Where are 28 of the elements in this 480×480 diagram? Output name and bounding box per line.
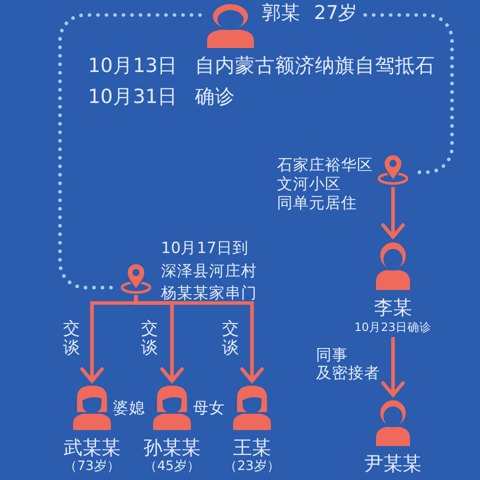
age-text: （73岁） xyxy=(64,459,120,474)
age-text: （23岁） xyxy=(224,459,280,474)
arrow xyxy=(381,337,405,397)
arrow xyxy=(134,295,264,383)
diagnosis-note: 10月23日确诊 xyxy=(354,319,432,335)
location-note: 10月17日到深泽县河庄村杨某某家串门 xyxy=(161,238,258,304)
event-text: 确诊 xyxy=(195,86,235,108)
person-name: 尹某某 xyxy=(364,453,422,475)
person-name: 郭某 xyxy=(262,2,300,24)
edge-label: 交谈 xyxy=(63,320,80,358)
date-text: 10月31日 xyxy=(88,86,178,108)
edge-label: 交谈 xyxy=(141,320,158,358)
edge-label: 交谈 xyxy=(222,320,239,358)
event-text: 自内蒙古额济纳旗自驾抵石 xyxy=(195,55,435,77)
person-name: 王某 xyxy=(233,437,271,459)
dotted-line xyxy=(58,13,202,290)
person-name: 武某某 xyxy=(64,437,120,459)
person-name: 孙某某 xyxy=(144,437,200,459)
relation-label: 母女 xyxy=(193,399,225,417)
age-text: 27岁 xyxy=(314,2,358,24)
dotted-line xyxy=(363,13,454,174)
edge-label: 同事及密接者 xyxy=(316,346,382,382)
age-text: （45岁） xyxy=(144,459,200,474)
arrow xyxy=(381,187,405,239)
location-note: 石家庄裕华区文河小区同单元居住 xyxy=(277,156,374,213)
relation-label: 婆媳 xyxy=(113,399,145,417)
person-name: 李某 xyxy=(374,297,412,319)
date-text: 10月13日 xyxy=(88,55,178,77)
